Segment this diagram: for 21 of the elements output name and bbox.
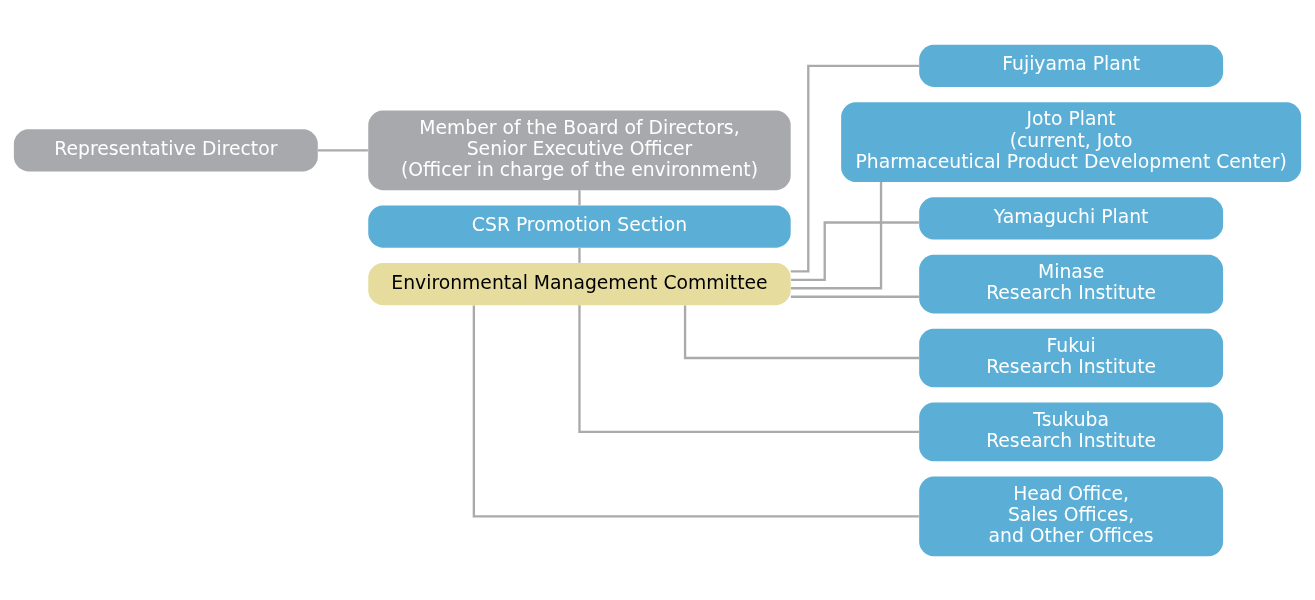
node-box: Yamaguchi Plant <box>919 196 1224 239</box>
node-box: Member of the Board of Directors, Senior Executive Officer (Officer in charge of the environment) <box>368 109 791 190</box>
node-box: Fukui Research Institute <box>919 328 1224 387</box>
node-box: Head Office, Sales Offices, and Other Offices <box>919 476 1224 556</box>
node-box: Minase Research Institute <box>919 254 1224 313</box>
connector <box>683 304 920 359</box>
connector <box>790 295 919 298</box>
node-box: Fujiyama Plant <box>919 44 1224 87</box>
connector <box>317 148 368 151</box>
connector <box>791 220 919 281</box>
connector <box>790 181 883 289</box>
node-box: Tsukuba Research Institute <box>919 402 1224 461</box>
connector <box>578 247 581 263</box>
connector <box>472 305 919 518</box>
connector <box>578 189 581 205</box>
node-box: Joto Plant (current, Joto Pharmaceutical Product Development Center) <box>841 101 1302 182</box>
connector <box>578 304 919 433</box>
connector <box>790 64 919 273</box>
node-box: CSR Promotion Section <box>368 204 791 248</box>
node-box: Environmental Management Committee <box>368 262 791 305</box>
node-box: Representative Director <box>13 128 318 171</box>
